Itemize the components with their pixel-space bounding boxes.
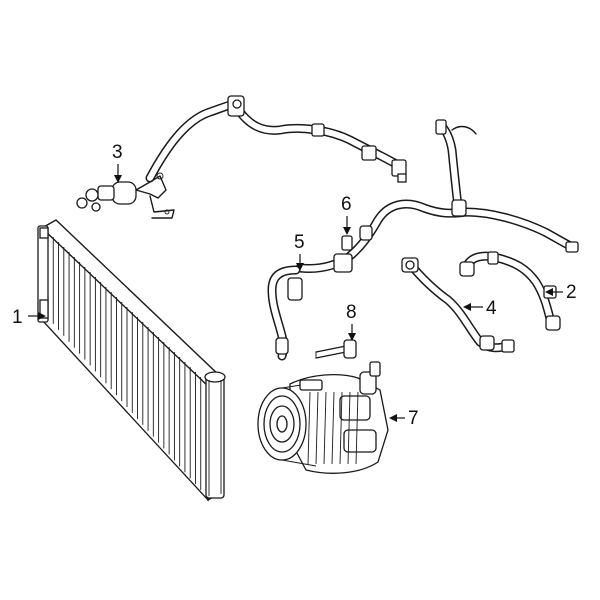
condenser-fins [47, 232, 207, 496]
callout-label-1: 1 [12, 307, 23, 328]
callout-label-3: 3 [112, 142, 123, 163]
callout-2: 2 [545, 282, 577, 303]
callout-label-8: 8 [346, 302, 357, 323]
callout-label-7: 7 [408, 408, 419, 429]
callout-4: 4 [463, 298, 497, 319]
hose-4 [401, 257, 515, 353]
callout-5: 5 [294, 232, 305, 271]
compressor-ribs [307, 391, 359, 465]
callout-label-5: 5 [294, 232, 305, 253]
condenser [37, 219, 226, 502]
callout-3: 3 [112, 142, 123, 183]
hose-2 [459, 251, 561, 331]
hose-assembly-3 [76, 95, 407, 219]
callout-label-4: 4 [486, 298, 497, 319]
compressor-7 [257, 361, 389, 474]
callout-label-6: 6 [341, 194, 352, 215]
hose-assembly-5 [267, 119, 579, 361]
callout-1: 1 [12, 307, 46, 328]
callout-6: 6 [341, 194, 352, 235]
callout-8: 8 [346, 302, 357, 341]
callout-7: 7 [389, 408, 419, 429]
bolt-8 [315, 339, 357, 359]
callout-label-2: 2 [566, 282, 577, 303]
